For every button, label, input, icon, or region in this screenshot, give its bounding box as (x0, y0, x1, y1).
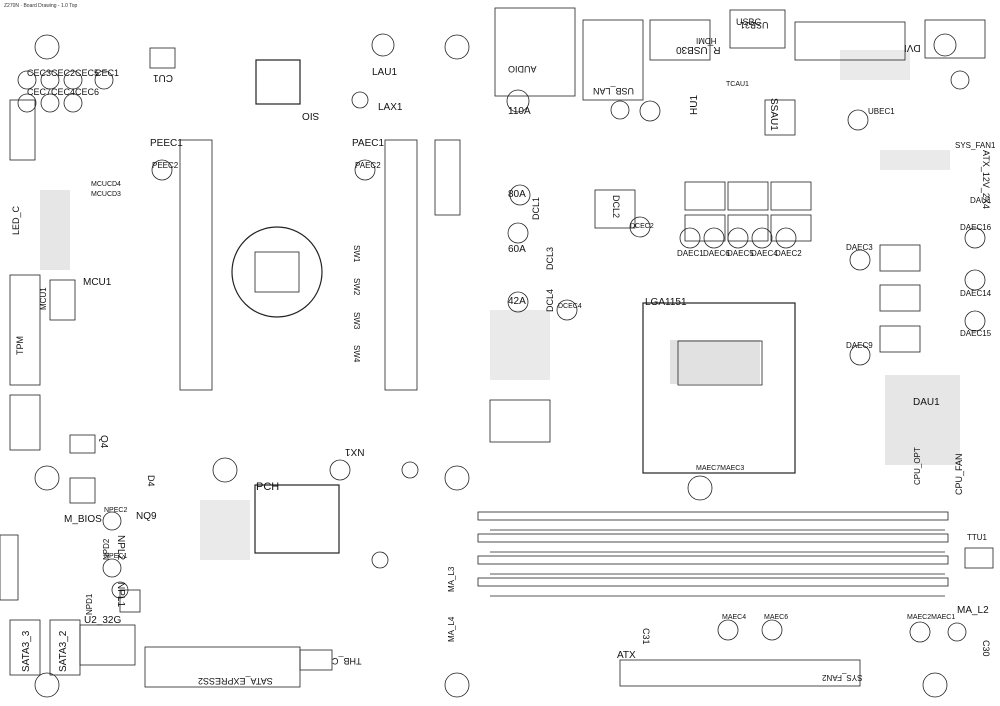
drawing-header: Z270N · Board Drawing - 1.0 Top (4, 3, 78, 9)
npec1-label: NPEC1 (104, 553, 128, 560)
ma-l2-label: MA_L2 (957, 605, 989, 616)
sata3-2-label: SATA3_2 (58, 630, 69, 672)
u2-32g-label: U2_32G (84, 615, 122, 626)
sata3-3-label: SATA3_3 (21, 630, 32, 672)
npl1-label: NPL1 (115, 582, 126, 608)
paec1-label: PAEC1 (352, 138, 385, 149)
mcu1-vertical-label: MCU1 (39, 287, 48, 310)
peec1-label: PEEC1 (150, 138, 183, 149)
audio-label: AUDIO (508, 64, 537, 74)
npd1-label: NPD1 (85, 593, 94, 615)
dcec4-label: DCEC4 (558, 303, 582, 310)
hdmi-label: HDMI (696, 36, 717, 45)
hu1-label: HU1 (689, 94, 700, 115)
d4-label: D4 (146, 475, 156, 487)
pch-label: PCH (256, 481, 280, 493)
lga1151-label: LGA1151 (645, 297, 687, 308)
dcl1-label: DCL1 (531, 196, 541, 220)
daec2-label: DAEC2 (775, 249, 802, 258)
dau1-label: DAU1 (913, 397, 940, 408)
q4-label: Q4 (98, 435, 109, 449)
ttu1-label: TTU1 (967, 533, 987, 542)
maec6-label: MAEC6 (764, 614, 789, 621)
daec3-label: DAEC3 (846, 243, 873, 252)
npec2-label: NPEC2 (104, 507, 128, 514)
dcl4-label: DCL4 (545, 288, 555, 312)
maec2-label: MAEC2MAEC1 (907, 614, 956, 621)
daec6-label: DAEC6 (703, 249, 730, 258)
cpu-fan-label: CPU_FAN (954, 453, 964, 495)
sw3-label: SW3 (352, 312, 361, 330)
sw1-label: SW1 (352, 245, 361, 263)
dcl3-label: DCL3 (545, 246, 555, 270)
peec2-label: PEEC2 (152, 161, 179, 170)
ma-l3-label: MA_L3 (447, 566, 456, 592)
maec7-label: MAEC7MAEC3 (696, 465, 745, 472)
dcec2-label: DCEC2 (630, 223, 654, 230)
tpm-label: TPM (15, 336, 25, 355)
ubec1-label: UBEC1 (868, 107, 895, 116)
daec1-label: DAEC1 (677, 249, 704, 258)
npd2-label: NPD2 (102, 538, 111, 560)
daec14-label: DAEC14 (960, 289, 992, 298)
sio-label: SIO (302, 110, 320, 121)
tcau1-label: TCAU1 (726, 81, 749, 88)
c31-label: C31 (641, 628, 651, 645)
usb-lan-label: USB_LAN (593, 86, 635, 96)
cpu-opt-label: CPU_OPT (913, 447, 922, 485)
mcucd3-label: MCUCD3 (91, 191, 121, 198)
sys-fan1-label: SYS_FAN1 (955, 141, 996, 150)
daec9-label: DAEC9 (846, 341, 873, 350)
maec4-label: MAEC4 (722, 614, 747, 621)
daec5-label: DAEC5 (727, 249, 754, 258)
r-usb30-label: R_USB30 (676, 44, 721, 55)
ssau1-label: SSAU1 (768, 98, 779, 131)
lax1-label: LAX1 (378, 102, 403, 113)
npl2-label: NPL2 (115, 535, 126, 561)
usbc-label: USBC (736, 17, 762, 27)
cec1-label: CEC1 (95, 68, 120, 78)
ma-l4-label: MA_L4 (447, 616, 456, 642)
80a-label: 80A (508, 189, 526, 200)
atx-label: ATX (617, 650, 636, 661)
sw4-label: SW4 (352, 345, 361, 363)
dau1-small-label: DAU1 (970, 196, 992, 205)
c30-label: C30 (981, 640, 991, 657)
daec4-label: DAEC4 (751, 249, 778, 258)
42a-label: 42A (508, 296, 526, 307)
sys-fan2-label: SYS_FAN2 (822, 673, 863, 682)
cu1-label: CU1 (153, 72, 174, 83)
110a-label: 110A (508, 106, 531, 117)
mcu1-label: MCU1 (83, 277, 112, 288)
nx1-label: NX1 (345, 446, 365, 457)
nq9-label: NQ9 (136, 511, 157, 522)
sata-express-label: SATA_EXPRESS2 (198, 676, 273, 686)
cec-row2-label: CEC7CEC4CEC6 (27, 87, 100, 97)
daec15-label: DAEC15 (960, 329, 992, 338)
sw2-label: SW2 (352, 278, 361, 296)
mcucd4-label: MCUCD4 (91, 181, 121, 188)
dvi-label: DVI (904, 42, 921, 53)
dcl2-label: DCL2 (611, 195, 621, 219)
daec16-label: DAEC16 (960, 223, 992, 232)
paec2-label: PAEC2 (355, 161, 381, 170)
lau1-label: LAU1 (372, 67, 398, 78)
60a-label: 60A (508, 244, 526, 255)
thb-c-label: THB_C (332, 656, 362, 666)
cec-row1-label: CEC3CEC2CEC5 (27, 68, 100, 78)
led-c-label: LED_C (11, 205, 21, 235)
m-bios-label: M_BIOS (64, 514, 102, 525)
